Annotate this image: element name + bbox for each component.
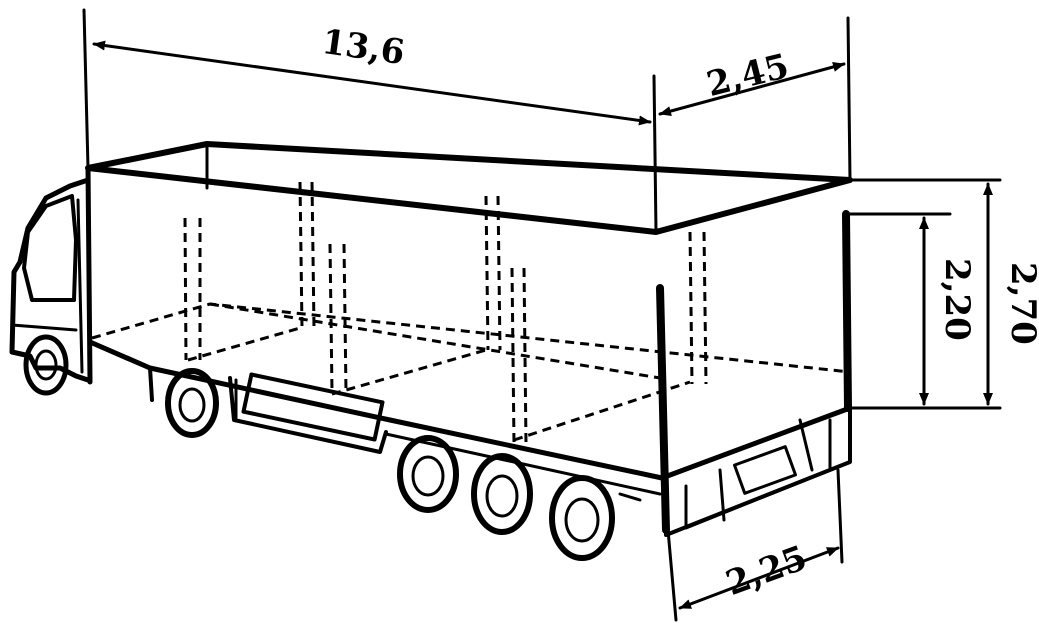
label-width-top: 2,45 <box>703 46 793 105</box>
rear-wheels <box>165 368 615 561</box>
wheel-2 <box>397 435 459 513</box>
trailer-interior-hidden-lines <box>91 181 851 445</box>
extension-lines <box>82 8 1002 622</box>
truck-cab <box>9 177 91 396</box>
wheel-3 <box>471 453 533 535</box>
dimension-lines <box>92 40 993 610</box>
wheel-1 <box>165 368 219 438</box>
dim-line-width-bottom <box>678 546 840 610</box>
trailer-body <box>85 141 853 537</box>
front-wheel <box>23 334 69 396</box>
dim-line-width-top <box>658 62 846 116</box>
label-inner-height: 2,20 <box>937 258 977 341</box>
wheel-4 <box>549 475 615 561</box>
label-outer-height: 2,70 <box>1003 262 1039 345</box>
label-length: 13,6 <box>319 22 407 73</box>
label-width-bottom: 2,25 <box>721 538 812 604</box>
dim-line-length <box>92 40 652 126</box>
